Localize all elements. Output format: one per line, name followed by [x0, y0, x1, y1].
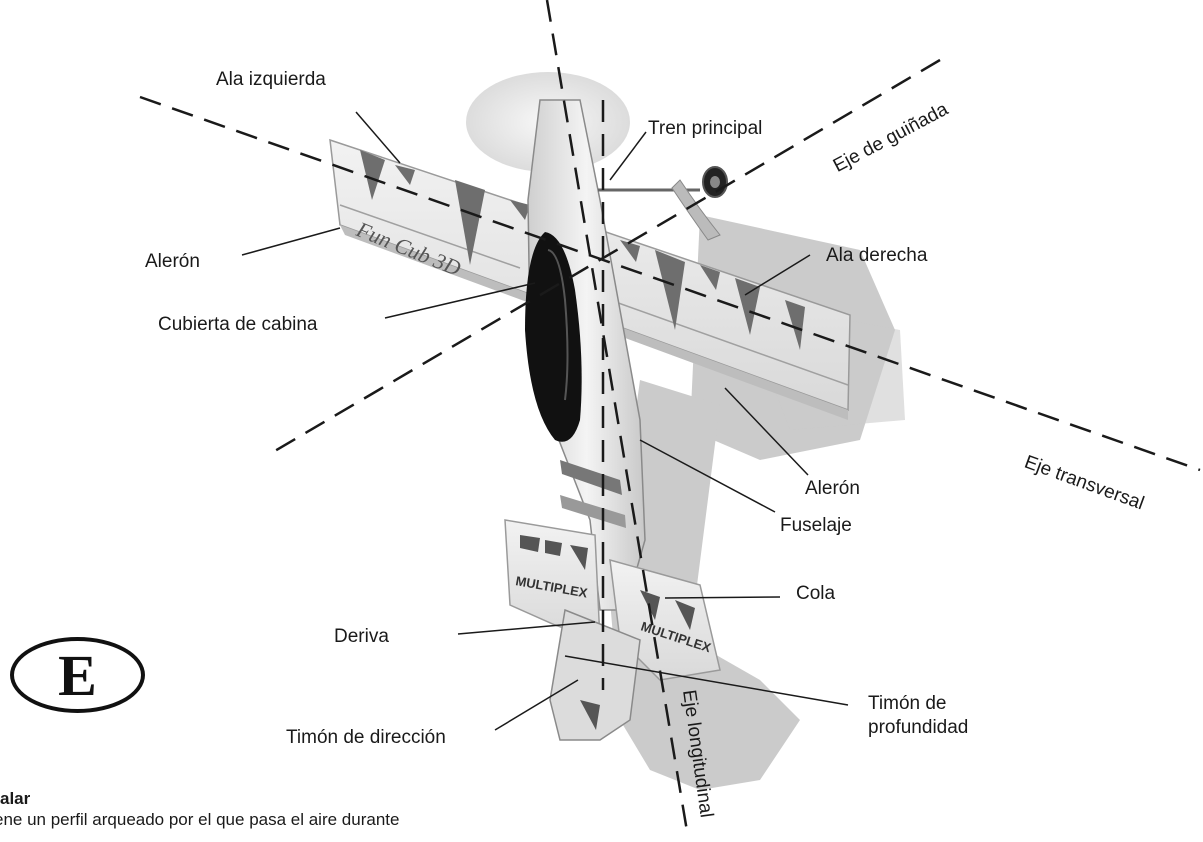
leader-lines — [241, 111, 849, 731]
label-cola: Cola — [796, 583, 836, 604]
wing-decals — [360, 150, 805, 350]
label-cubierta-cabina: Cubierta de cabina — [158, 314, 318, 335]
section-body: ene un perfil arqueado por el que pasa e… — [0, 810, 400, 829]
label-fuselaje: Fuselaje — [780, 515, 852, 536]
label-aleron-izquierdo: Alerón — [145, 251, 200, 272]
label-tren-principal: Tren principal — [648, 118, 763, 139]
landing-gear — [598, 166, 728, 241]
label-ala-derecha: Ala derecha — [826, 245, 928, 266]
eje-transversal-line — [139, 95, 1201, 472]
label-timon-profundidad-1: Timón de — [868, 693, 947, 714]
tail: MULTIPLEX MULTIPLEX — [504, 519, 721, 741]
section-title: alar — [0, 789, 31, 808]
label-aleron-derecho: Alerón — [805, 478, 860, 499]
label-timon-direccion: Timón de dirección — [286, 727, 446, 748]
label-timon-profundidad-2: profundidad — [868, 717, 969, 738]
eje-longitudinal-line — [545, 0, 690, 838]
axes — [139, 0, 1201, 838]
label-deriva: Deriva — [334, 626, 389, 647]
fuselage — [525, 99, 646, 611]
label-ala-izquierda: Ala izquierda — [216, 69, 326, 90]
language-badge: E — [10, 637, 145, 713]
canopy — [525, 232, 582, 442]
